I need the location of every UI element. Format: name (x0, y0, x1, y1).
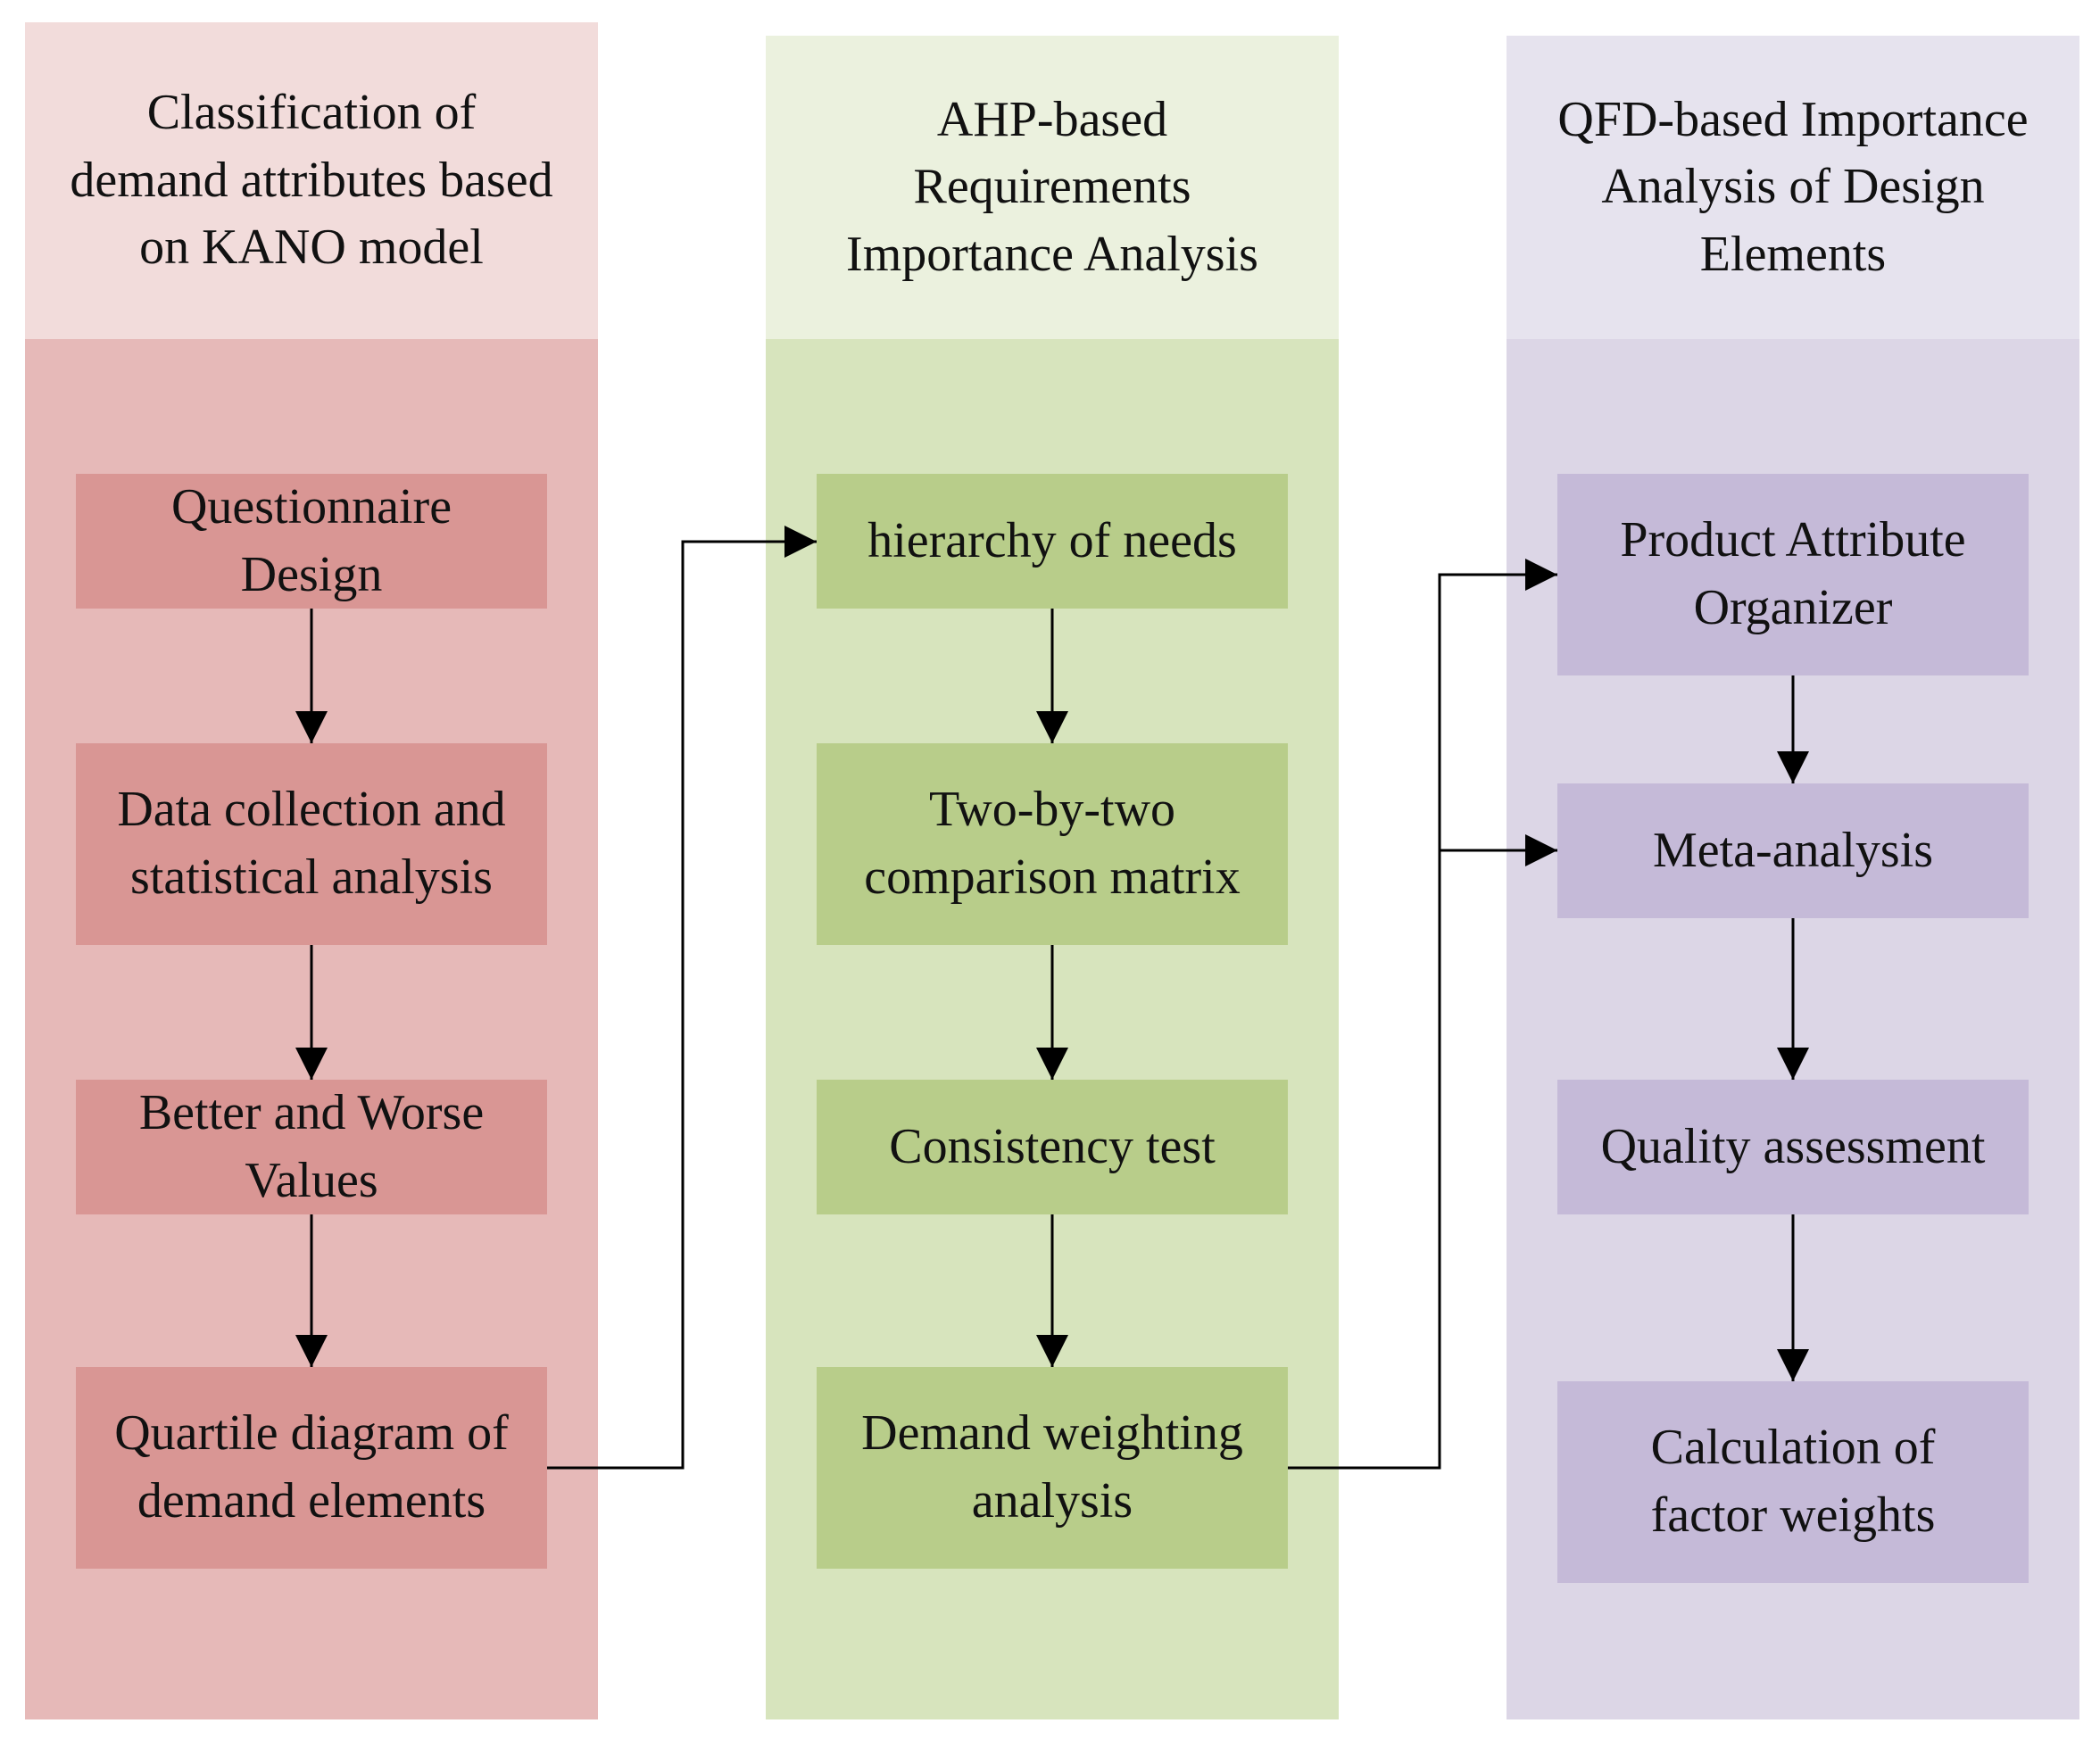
step-label: hierarchy of needs (867, 512, 1237, 568)
step-label: Better and Worse Values (138, 1084, 485, 1208)
step-label: Quartile diagram of demand elements (114, 1405, 509, 1529)
step-label: Demand weighting analysis (861, 1405, 1243, 1529)
step-hierarchy-of-needs: hierarchy of needs (817, 474, 1288, 609)
step-data-collection: Data collection and statistical analysis (76, 743, 547, 945)
step-calculation-factor-weights: Calculation of factor weights (1557, 1381, 2029, 1583)
step-label: Product Attribute Organizer (1620, 512, 1966, 635)
step-label: Questionnaire Design (170, 478, 452, 602)
qfd-column-header: QFD-based Importance Analysis of Design … (1507, 36, 2079, 339)
step-product-attribute-organizer: Product Attribute Organizer (1557, 474, 2029, 675)
kano-column-title: Classification of demand attributes base… (70, 85, 553, 276)
step-label: Consistency test (889, 1118, 1216, 1174)
ahp-column-header: AHP-based Requirements Importance Analys… (766, 36, 1339, 339)
kano-column-header: Classification of demand attributes base… (25, 22, 598, 339)
step-better-worse-values: Better and Worse Values (76, 1080, 547, 1214)
step-meta-analysis: Meta-analysis (1557, 783, 2029, 918)
step-quality-assessment: Quality assessment (1557, 1080, 2029, 1214)
step-demand-weighting: Demand weighting analysis (817, 1367, 1288, 1569)
step-label: Calculation of factor weights (1650, 1420, 1936, 1543)
step-label: Data collection and statistical analysis (117, 782, 506, 905)
qfd-column-title: QFD-based Importance Analysis of Design … (1557, 91, 2029, 282)
step-comparison-matrix: Two-by-two comparison matrix (817, 743, 1288, 945)
step-label: Two-by-two comparison matrix (864, 782, 1241, 905)
step-consistency-test: Consistency test (817, 1080, 1288, 1214)
step-questionnaire-design: Questionnaire Design (76, 474, 547, 609)
step-label: Meta-analysis (1652, 822, 1934, 878)
step-quartile-diagram: Quartile diagram of demand elements (76, 1367, 547, 1569)
step-label: Quality assessment (1600, 1118, 1986, 1174)
ahp-column-title: AHP-based Requirements Importance Analys… (846, 91, 1258, 282)
